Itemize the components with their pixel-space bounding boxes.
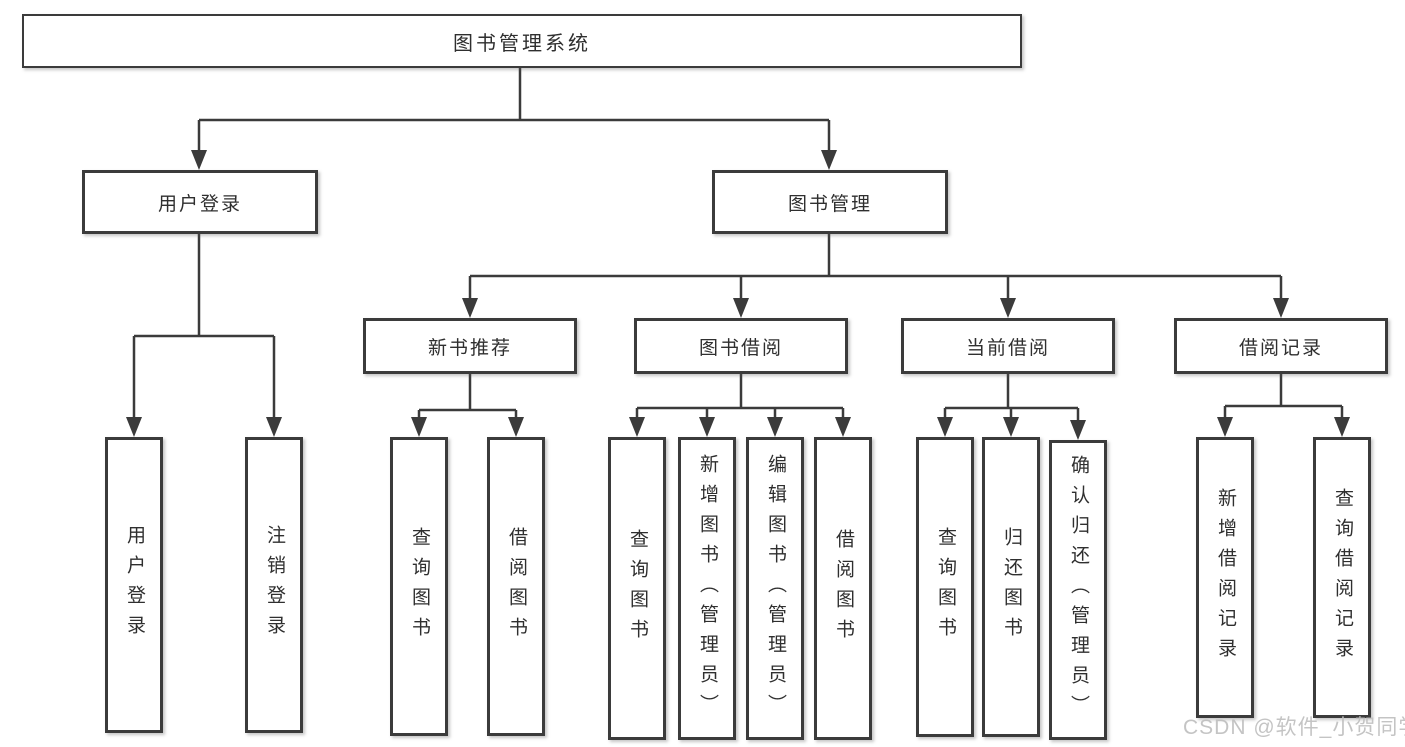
- leaf-borrow-books: 借阅图书: [814, 437, 872, 740]
- leaf-search-borrow-record: 查询借阅记录: [1313, 437, 1371, 718]
- node-library-management-system: 图书管理系统: [22, 14, 1022, 68]
- leaf-add-borrow-record: 新增借阅记录: [1196, 437, 1254, 718]
- leaf-search-books-current: 查询图书: [916, 437, 974, 737]
- node-new-book-recommendation: 新书推荐: [363, 318, 577, 374]
- leaf-logout: 注销登录: [245, 437, 303, 733]
- node-book-management: 图书管理: [712, 170, 948, 234]
- node-current-borrowing: 当前借阅: [901, 318, 1115, 374]
- leaf-search-books-recommend: 查询图书: [390, 437, 448, 736]
- leaf-borrow-books-recommend: 借阅图书: [487, 437, 545, 736]
- node-user-login: 用户登录: [82, 170, 318, 234]
- leaf-add-books-admin: 新增图书（管理员）: [678, 437, 736, 740]
- leaf-search-books-borrowing: 查询图书: [608, 437, 666, 740]
- leaf-return-books: 归还图书: [982, 437, 1040, 737]
- node-book-borrowing: 图书借阅: [634, 318, 848, 374]
- leaf-edit-books-admin: 编辑图书（管理员）: [746, 437, 804, 740]
- csdn-watermark: CSDN @软件_小贺同学: [1183, 716, 1405, 739]
- leaf-confirm-return-admin: 确认归还（管理员）: [1049, 440, 1107, 740]
- leaf-user-login: 用户登录: [105, 437, 163, 733]
- node-borrowing-records: 借阅记录: [1174, 318, 1388, 374]
